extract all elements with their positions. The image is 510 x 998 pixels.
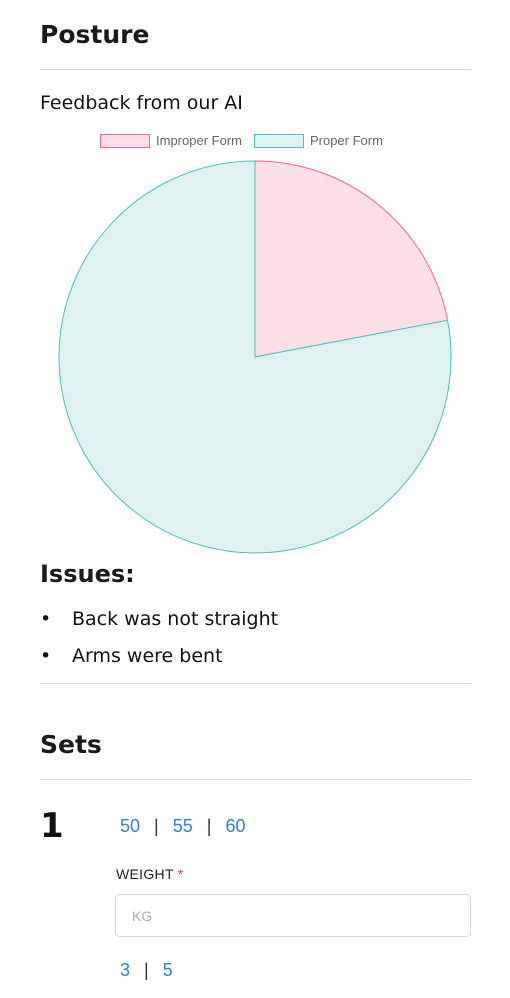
legend-label-improper: Improper Form: [156, 133, 242, 148]
posture-divider: [40, 69, 471, 70]
weight-label-text: WEIGHT: [116, 866, 174, 882]
bullet-icon: •: [40, 607, 52, 630]
sets-title: Sets: [40, 730, 102, 759]
weight-option-50[interactable]: 50: [120, 816, 141, 836]
bullet-icon: •: [40, 644, 52, 667]
feedback-label: Feedback from our AI: [40, 92, 243, 114]
legend-swatch-improper: [100, 133, 150, 148]
rep-option-5[interactable]: 5: [162, 960, 173, 980]
rep-option-3[interactable]: 3: [120, 960, 131, 980]
weight-option-60[interactable]: 60: [225, 816, 246, 836]
set-number: 1: [40, 806, 64, 846]
legend-item-improper[interactable]: Improper Form: [100, 133, 242, 148]
issue-text: Back was not straight: [72, 607, 279, 630]
pie-slice-proper-form[interactable]: [58, 160, 452, 554]
weight-option-55[interactable]: 55: [172, 816, 193, 836]
list-item: • Arms were bent: [40, 637, 278, 674]
required-marker: *: [177, 866, 184, 882]
sets-divider: [40, 779, 471, 780]
issue-text: Arms were bent: [72, 644, 223, 667]
issues-title: Issues:: [40, 560, 135, 588]
reps-quick-options: 3 | 5: [120, 960, 173, 981]
legend-swatch-proper: [253, 133, 304, 148]
legend-label-proper: Proper Form: [309, 133, 383, 148]
separator: |: [144, 960, 149, 980]
legend-item-proper[interactable]: Proper Form: [253, 133, 383, 148]
separator: |: [206, 816, 212, 836]
posture-pie-chart: [58, 160, 452, 554]
posture-title: Posture: [40, 20, 150, 49]
issues-list: • Back was not straight • Arms were bent: [40, 600, 278, 674]
chart-legend: Improper Form Proper Form: [100, 133, 395, 148]
weight-label: WEIGHT *: [116, 866, 184, 882]
list-item: • Back was not straight: [40, 600, 278, 637]
weight-kg-input[interactable]: [115, 894, 471, 937]
pie-slice-improper-form[interactable]: [254, 160, 449, 358]
separator: |: [154, 816, 159, 836]
issues-divider: [40, 683, 471, 684]
weight-quick-options: 50 | 55 | 60: [120, 816, 245, 837]
